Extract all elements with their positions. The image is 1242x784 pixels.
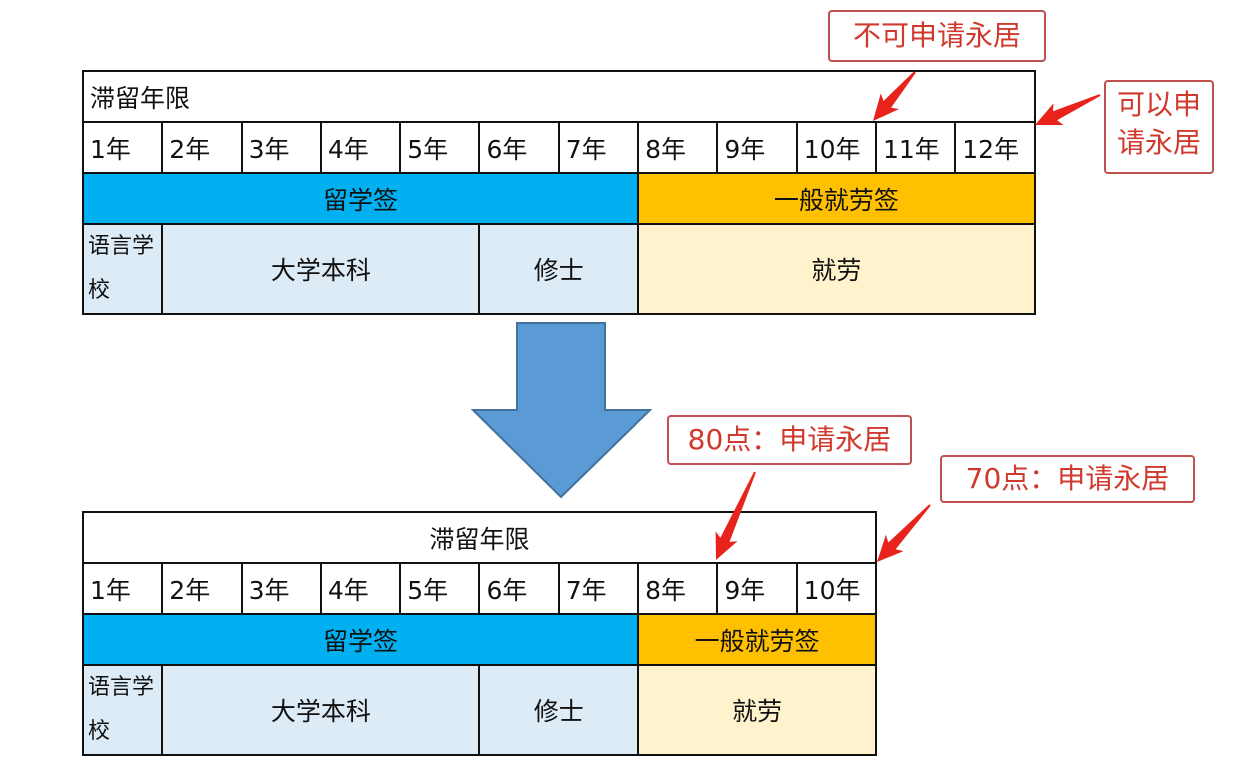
callout-70-points: 70点：申请永居 — [940, 455, 1195, 503]
table-title: 滞留年限 — [81, 511, 878, 564]
year-cell: 9年 — [716, 562, 798, 615]
work-cell: 就劳 — [637, 664, 878, 756]
year-cell: 5年 — [399, 562, 481, 615]
year-cell: 7年 — [557, 121, 640, 174]
work-visa-cell: 一般就劳签 — [637, 613, 878, 666]
study-visa-cell: 留学签 — [81, 613, 640, 666]
year-cell: 9年 — [716, 121, 798, 174]
undergrad-cell: 大学本科 — [161, 664, 481, 756]
year-cell: 5年 — [399, 121, 481, 174]
year-cell: 1年 — [81, 121, 164, 174]
year-cell: 12年 — [954, 121, 1036, 174]
year-cell: 3年 — [240, 562, 322, 615]
masters-cell: 修士 — [478, 664, 640, 756]
arrow-to-8-years-icon — [715, 471, 756, 560]
undergrad-cell: 大学本科 — [161, 223, 481, 315]
year-cell: 2年 — [161, 562, 243, 615]
arrow-to-10-years-icon — [873, 71, 916, 121]
year-cell: 8年 — [637, 121, 719, 174]
big-down-arrow-icon — [470, 322, 653, 499]
year-cell: 4年 — [319, 562, 402, 615]
work-visa-cell: 一般就劳签 — [637, 172, 1036, 225]
year-cell: 11年 — [874, 121, 957, 174]
year-cell: 6年 — [478, 121, 560, 174]
year-cell: 4年 — [319, 121, 402, 174]
year-cell: 2年 — [161, 121, 243, 174]
arrow-to-10-years-bottom-icon — [877, 504, 931, 562]
year-cell: 10年 — [795, 121, 877, 174]
study-visa-cell: 留学签 — [81, 172, 640, 225]
masters-cell: 修士 — [478, 223, 640, 315]
year-cell: 1年 — [81, 562, 164, 615]
callout-can-apply: 可以申请永居 — [1104, 80, 1214, 174]
language-school-cell: 语言学校 — [81, 223, 164, 315]
year-cell: 6年 — [478, 562, 560, 615]
year-cell: 10年 — [795, 562, 878, 615]
callout-cannot-apply: 不可申请永居 — [828, 10, 1046, 62]
year-cell: 8年 — [637, 562, 719, 615]
arrow-to-12-years-icon — [1035, 94, 1101, 125]
callout-80-points: 80点：申请永居 — [667, 415, 912, 465]
work-cell: 就劳 — [637, 223, 1036, 315]
language-school-cell: 语言学校 — [81, 664, 164, 756]
year-cell: 3年 — [240, 121, 322, 174]
year-cell: 7年 — [557, 562, 640, 615]
